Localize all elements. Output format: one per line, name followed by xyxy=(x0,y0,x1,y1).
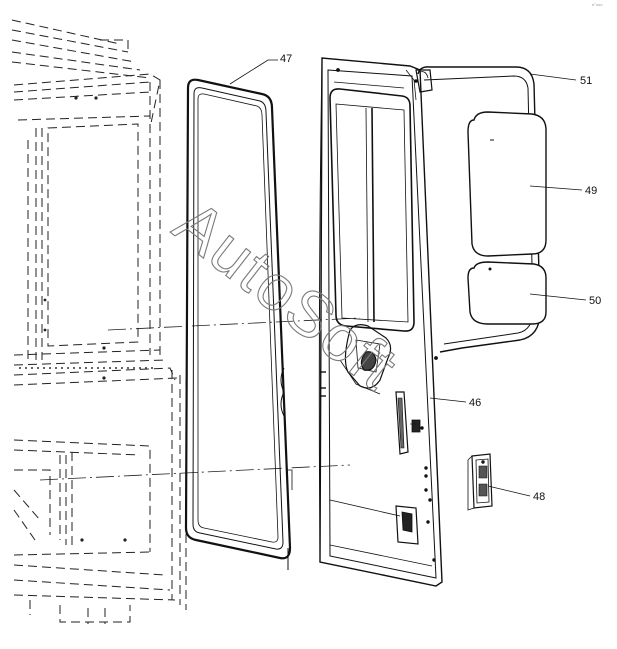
callout-49: 49 xyxy=(585,185,597,197)
frame-details xyxy=(43,96,127,542)
callout-51: 51 xyxy=(580,75,592,87)
latch-striker-48 xyxy=(467,453,493,511)
mirror-upper-49 xyxy=(467,111,547,257)
centre-lines xyxy=(39,317,361,481)
mirror-lower-50 xyxy=(467,261,547,325)
callout-48: 48 xyxy=(533,491,545,503)
door-seal-47 xyxy=(184,78,293,570)
frame-rivets xyxy=(19,367,153,369)
door-panel-46 xyxy=(318,57,443,587)
callout-46: 46 xyxy=(469,397,481,409)
leader-lines xyxy=(229,59,587,497)
corner-mark: e°ooo xyxy=(592,2,603,7)
callout-47: 47 xyxy=(280,53,292,65)
cab-frame xyxy=(11,19,187,624)
callout-50: 50 xyxy=(589,295,601,307)
